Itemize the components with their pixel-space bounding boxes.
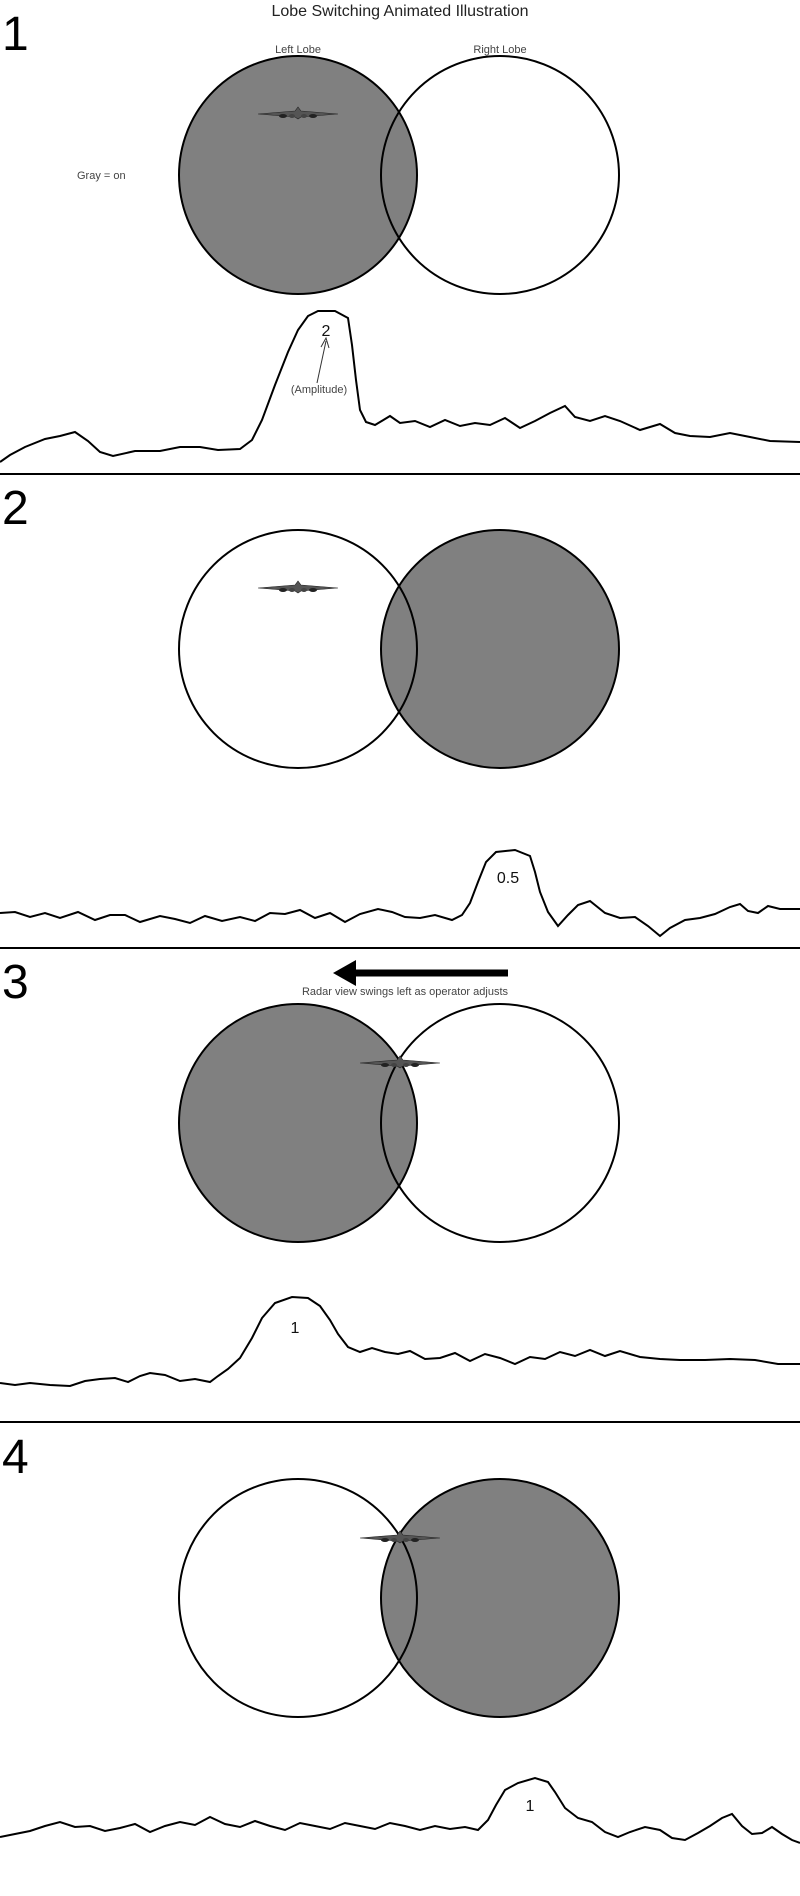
diagram-title: Lobe Switching Animated Illustration — [271, 3, 528, 20]
legend-gray-on: Gray = on — [77, 170, 126, 182]
panel-number: 1 — [2, 8, 29, 61]
right-lobe-label: Right Lobe — [473, 44, 526, 56]
panel-number: 3 — [2, 956, 29, 1009]
right-lobe — [380, 55, 620, 295]
amplitude-trace — [0, 848, 800, 938]
panel-number: 4 — [2, 1431, 29, 1484]
panel-4: 4 1 — [0, 1431, 800, 1844]
right-lobe — [380, 1478, 620, 1718]
panel-2: 2 0.5 — [0, 482, 800, 938]
amplitude-value: 1 — [291, 1320, 300, 1337]
aircraft-icon — [257, 580, 339, 594]
amplitude-value: 0.5 — [497, 870, 519, 887]
left-lobe — [178, 55, 418, 295]
amplitude-value: 1 — [526, 1798, 535, 1815]
right-lobe — [380, 1003, 620, 1243]
panel-1: 1 2 (Amplitude) — [0, 8, 800, 463]
panel-3: 3 Radar view swings left as operator adj… — [0, 956, 800, 1388]
panel-number: 2 — [2, 482, 29, 535]
left-lobe — [178, 1478, 418, 1718]
left-lobe-label: Left Lobe — [275, 44, 321, 56]
amplitude-trace — [0, 1776, 800, 1844]
amplitude-label: (Amplitude) — [291, 384, 347, 396]
left-arrow-head — [333, 960, 356, 986]
left-lobe — [178, 1003, 418, 1243]
left-lobe — [178, 529, 418, 769]
arrow-caption: Radar view swings left as operator adjus… — [302, 986, 509, 998]
amplitude-arrow — [316, 340, 327, 384]
amplitude-arrowhead — [320, 336, 330, 349]
amplitude-trace — [0, 310, 800, 463]
amplitude-value: 2 — [322, 323, 331, 340]
amplitude-trace — [0, 1295, 800, 1388]
right-lobe — [380, 529, 620, 769]
